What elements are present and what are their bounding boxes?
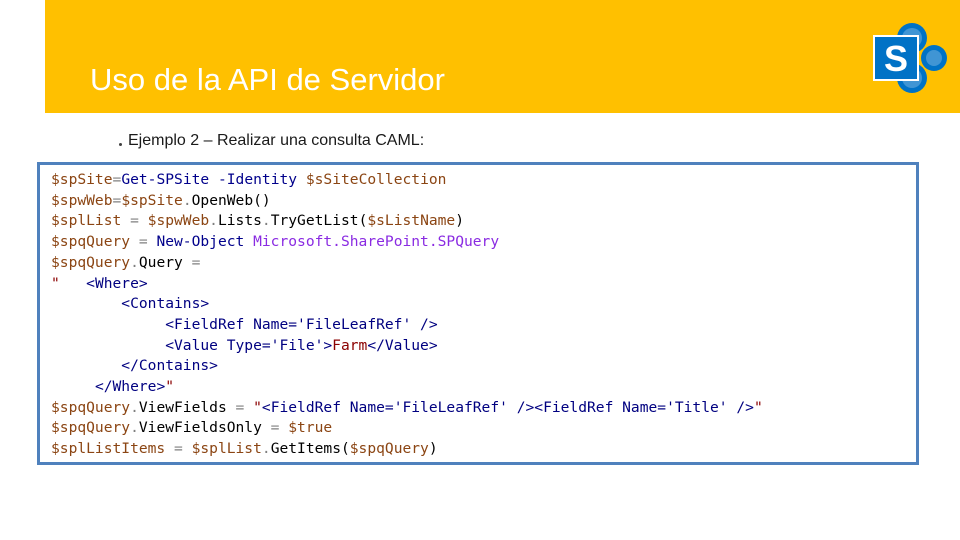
code-token: $spqQuery [51,253,131,271]
code-line: $spqQuery = New-Object Microsoft.SharePo… [51,232,763,253]
code-token: </Where> [94,378,166,396]
code-token: ViewFieldsOnly [138,419,262,437]
code-token: $spqQuery [51,419,131,437]
code-token: <FieldRef Name='FileLeafRef' /><FieldRef… [261,398,754,416]
code-token: . [182,191,192,209]
code-token [244,233,253,250]
code-token: ) [455,212,465,230]
code-token: $true [288,419,333,437]
code-line: $spSite=Get-SPSite -Identity $sSiteColle… [51,170,763,191]
code-token: = [112,191,122,209]
title-banner [45,0,960,113]
code-token: = [130,233,157,251]
code-token: Lists [217,212,262,230]
code-token: . [130,398,139,416]
code-token: GetItems( [270,440,350,458]
sharepoint-logo-icon: S [873,23,947,93]
code-token: -Identity [217,171,298,188]
code-token [209,171,218,188]
code-line: $spqQuery.ViewFields = "<FieldRef Name='… [51,398,763,419]
code-token: = [261,419,289,437]
code-token: . [261,440,271,458]
bullet-dot [119,143,122,146]
code-token: $sSiteCollection [305,171,447,188]
code-token: = [182,253,201,271]
code-token: . [130,253,139,271]
code-line: $splListItems = $splList.GetItems($spqQu… [51,439,763,460]
code-token: $spqQuery [51,398,131,416]
code-token: <Where> [86,274,148,292]
code-token: </Value> [367,336,438,354]
code-token: ) [428,440,438,458]
code-token: </Contains> [121,357,218,375]
slide-subtitle: Ejemplo 2 – Realizar una consulta CAML: [128,132,425,149]
code-token: OpenWeb() [191,191,271,209]
code-token [51,316,165,333]
code-token: $spqQuery [51,233,131,251]
code-token [51,337,165,354]
code-token: . [209,212,218,230]
code-token: Query [138,253,183,271]
code-token: " [165,378,175,396]
code-token [51,378,95,395]
code-token [51,357,121,374]
code-token: $spwWeb [147,212,210,230]
code-token: . [261,212,271,230]
code-line: </Where>" [51,377,763,398]
code-line: $spqQuery.Query = [51,253,763,274]
code-line: </Contains> [51,356,763,377]
code-token: <FieldRef Name='FileLeafRef' /> [165,315,438,333]
code-line: $spqQuery.ViewFieldsOnly = $true [51,418,763,439]
logo-letter: S [884,38,908,79]
code-token: $splList [191,440,262,458]
code-token: = [165,440,192,458]
code-line: $splList = $spwWeb.Lists.TryGetList($sLi… [51,211,763,232]
code-line: " <Where> [51,274,763,295]
code-line: <Contains> [51,294,763,315]
code-token [297,171,306,188]
code-token: " [253,398,262,416]
code-line: <FieldRef Name='FileLeafRef' /> [51,315,763,336]
code-token: TryGetList( [270,212,368,230]
code-token: $spqQuery [349,440,429,458]
slide-title: Uso de la API de Servidor [90,62,445,97]
code-token: New-Object [156,233,245,251]
code-line: $spwWeb=$spSite.OpenWeb() [51,191,763,212]
code-block: $spSite=Get-SPSite -Identity $sSiteColle… [51,170,763,460]
code-token: $spSite [51,171,113,188]
code-token: <Contains> [121,295,210,313]
code-token: Farm [332,336,368,354]
code-token: $spSite [121,191,183,209]
code-token: $splList [51,212,122,230]
code-token: = [112,171,122,188]
code-token: = [226,398,254,416]
code-token [51,295,121,312]
code-token: $splListItems [51,440,166,458]
code-token: <Value Type='File'> [165,336,333,354]
code-token: " [753,398,763,416]
code-token: . [130,419,139,437]
code-line: <Value Type='File'>Farm</Value> [51,336,763,357]
code-token: " [51,274,87,292]
code-box: $spSite=Get-SPSite -Identity $sSiteColle… [37,162,919,465]
code-token: Microsoft.SharePoint.SPQuery [253,233,500,251]
code-token: ViewFields [138,398,227,416]
code-token: = [121,212,148,230]
code-token: $sListName [367,212,456,230]
code-token: $spwWeb [51,191,113,209]
code-token: Get-SPSite [121,171,210,188]
